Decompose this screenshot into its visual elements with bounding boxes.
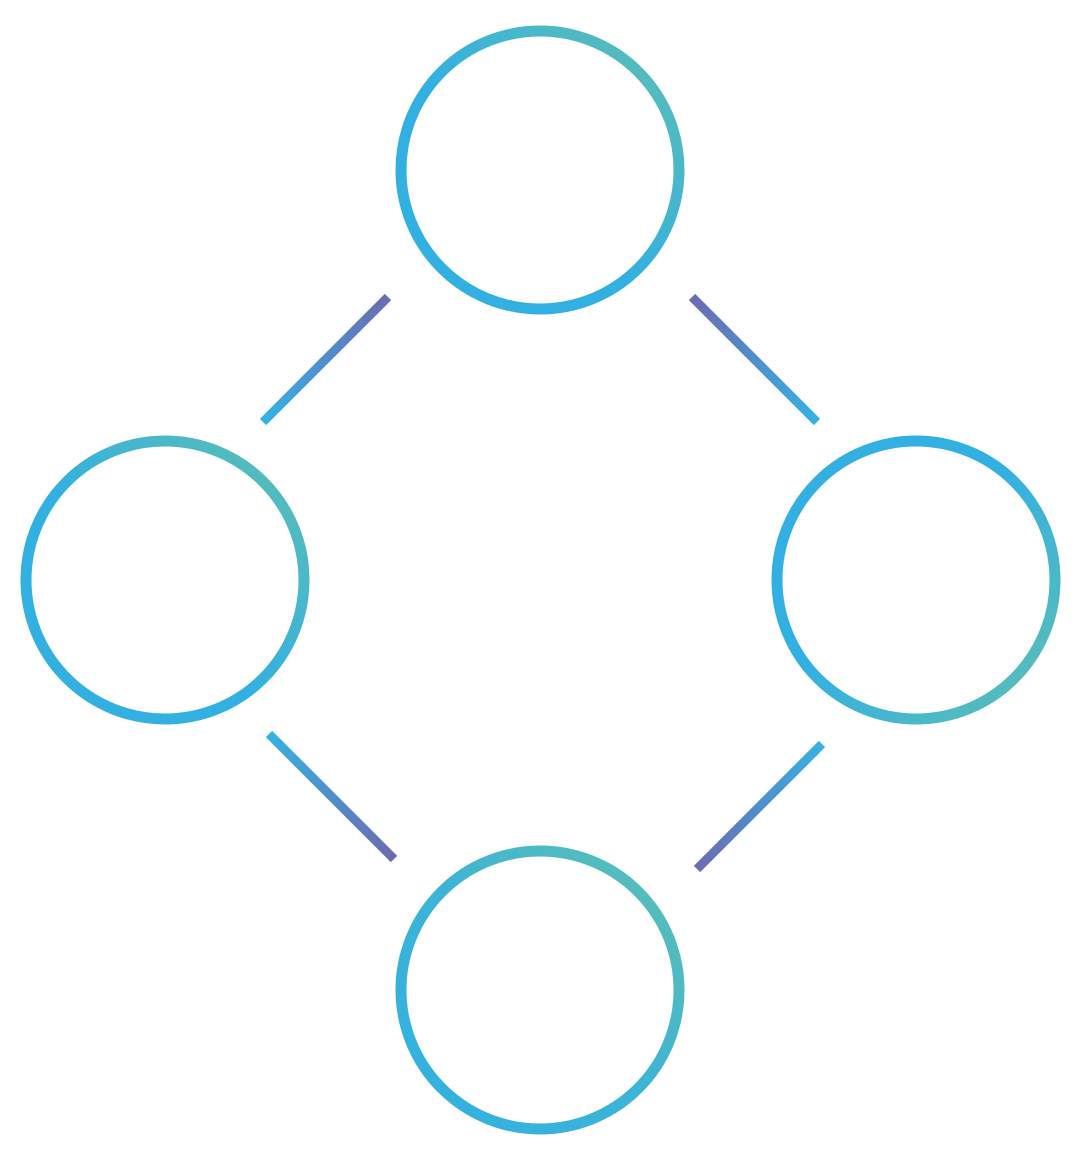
connector-top-right [688,293,821,426]
node-top [395,25,685,315]
node-left-ring [20,435,310,725]
node-top-ring [395,25,685,315]
node-bottom [395,845,685,1135]
node-left [20,435,310,725]
connector-top-left [259,293,392,426]
connector-right-bottom [693,740,826,873]
node-right [771,435,1061,725]
node-right-ring [771,435,1061,725]
connector-left-bottom [265,730,398,863]
node-bottom-ring [395,845,685,1135]
